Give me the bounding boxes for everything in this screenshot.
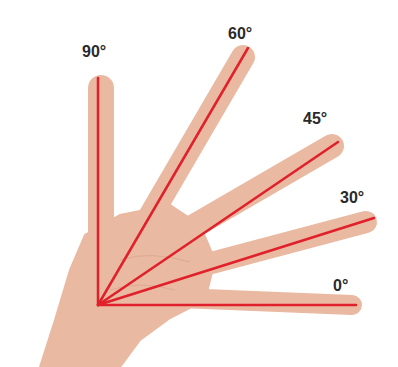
angle-label: 30° [340,190,364,206]
angle-label: 45° [303,111,327,127]
angle-label: 60° [228,26,252,42]
angle-label: 90° [82,44,106,60]
angle-label: 0° [333,278,348,294]
